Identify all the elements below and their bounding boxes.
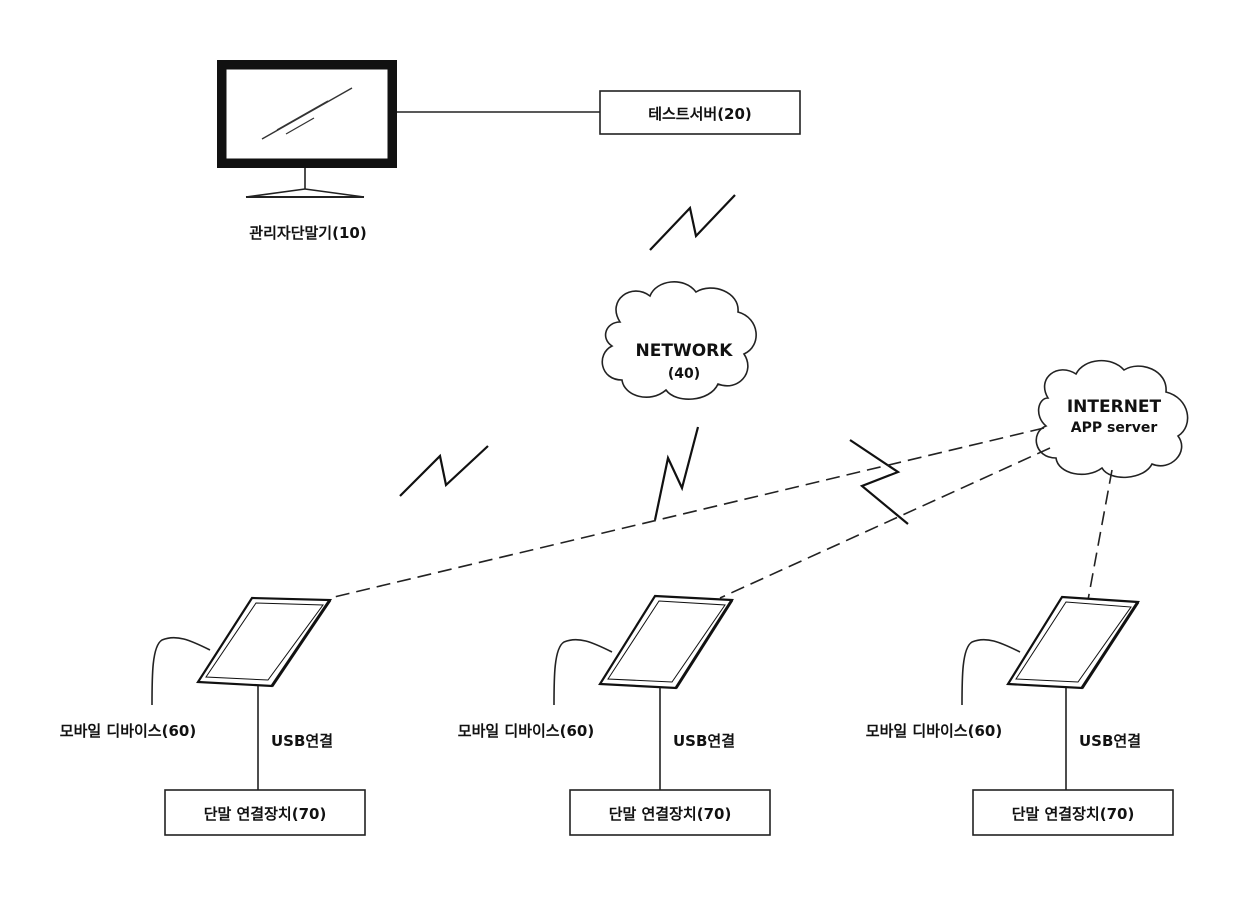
test-server-label: 테스트서버(20) [648,105,752,123]
device-group-2: 모바일 디바이스(60) USB연결 단말 연결장치(70) [458,596,770,835]
usb-label: USB연결 [1079,732,1141,750]
device-label: 모바일 디바이스(60) [866,722,1002,740]
admin-terminal-monitor-icon [217,60,397,197]
internet-device-link-2 [720,448,1050,598]
internet-device-link-1 [330,428,1044,598]
usb-label: USB연결 [271,732,333,750]
admin-terminal-label: 관리자단말기(10) [249,224,366,242]
device-label: 모바일 디바이스(60) [458,722,594,740]
mobile-device-icon [198,598,330,686]
device-cable [152,638,210,705]
wireless-bolt-icon-top [650,195,735,250]
terminal-connector-label: 단말 연결장치(70) [609,805,732,823]
device-cable [962,640,1020,705]
internet-cloud-icon [1036,361,1187,478]
mobile-device-icon [600,596,732,688]
terminal-connector-label: 단말 연결장치(70) [1012,805,1135,823]
device-group-1: 모바일 디바이스(60) USB연결 단말 연결장치(70) [60,598,365,835]
internet-title: INTERNET [1067,397,1162,417]
network-title: NETWORK [636,341,734,361]
usb-label: USB연결 [673,732,735,750]
device-label: 모바일 디바이스(60) [60,722,196,740]
wireless-bolt-icon-left [400,446,488,496]
wireless-bolt-icon-right [850,440,908,524]
device-cable [554,640,612,705]
internet-subtitle: APP server [1071,420,1158,436]
mobile-device-icon [1008,597,1138,688]
wireless-bolt-icon-center [655,427,698,520]
device-group-3: 모바일 디바이스(60) USB연결 단말 연결장치(70) [866,597,1173,835]
terminal-connector-label: 단말 연결장치(70) [204,805,327,823]
internet-device-link-3 [1088,470,1112,600]
network-subtitle: (40) [668,366,700,382]
